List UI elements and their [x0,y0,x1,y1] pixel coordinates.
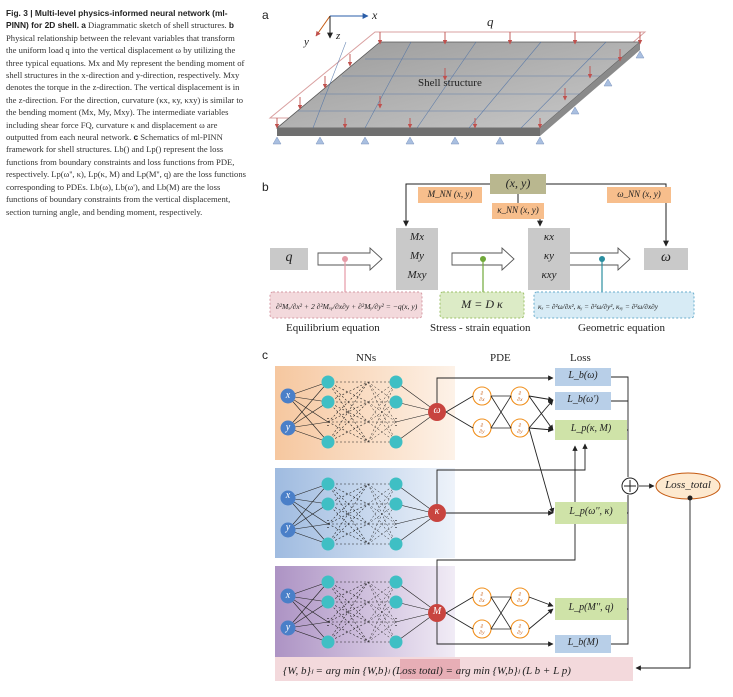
shell-plate [275,41,642,129]
hidden-neuron [321,537,335,551]
svg-text:∂x: ∂x [479,598,485,604]
hidden-neuron [321,375,335,389]
M-output-node [428,604,446,622]
svg-text:∂: ∂ [481,423,484,429]
input-neuron [280,490,296,506]
svg-text:∂: ∂ [519,624,522,630]
equilibrium-formula-box [269,291,423,319]
svg-text:∂x: ∂x [479,397,485,403]
panel-c-letter: c [262,348,268,362]
svg-text:∂y: ∂y [479,630,485,636]
kappa-stack-box [528,228,570,290]
svg-text:∂x: ∂x [517,397,523,403]
loss-box-2 [555,392,611,410]
geometric-formula-box [533,291,695,319]
caption-letter-c: c [133,132,139,143]
input-neuron [280,620,296,636]
svg-text:⋮: ⋮ [391,417,401,428]
hidden-neuron [389,477,403,491]
loss-total-node [655,472,721,500]
coord-box [490,174,546,194]
hidden-neuron [321,497,335,511]
hidden-neuron [389,395,403,409]
panel-b-letter: b [262,180,269,194]
hidden-neuron [389,595,403,609]
svg-text:⋮: ⋮ [323,417,333,428]
svg-text:∂: ∂ [481,592,484,598]
svg-text:∂: ∂ [519,423,522,429]
q-box [270,248,308,270]
svg-text:∂²Mₓ/∂x² + 2 ∂²Mₓᵧ/∂x∂y + ∂²Mᵧ: ∂²Mₓ/∂x² + 2 ∂²Mₓᵧ/∂x∂y + ∂²Mᵧ/∂y² = −q(… [276,302,418,311]
shell-sketch [268,13,647,145]
loss-box-6 [555,635,611,653]
neural-network-1: ⋮⋮ [280,375,438,449]
hidden-neuron [389,497,403,511]
loss-box-1 [555,368,611,386]
hidden-neuron [389,435,403,449]
axis-y-arrow [315,15,331,37]
neural-network-2: ⋮⋮ [280,477,438,551]
caption-text-a: Diagrammatic sketch of shell structures. [88,20,227,31]
svg-text:⋮: ⋮ [391,617,401,628]
svg-text:∂: ∂ [519,592,522,598]
svg-text:{W, b}ₗ = arg min {W,b}ₗ (Loss: {W, b}ₗ = arg min {W,b}ₗ (Loss total) = … [283,665,571,677]
hidden-neuron [321,575,335,589]
hidden-neuron [389,635,403,649]
kappa-output-node [428,504,446,522]
caption-letter-a: a [81,20,86,31]
omega-network-panel [275,366,455,460]
M-stack-box [396,228,438,290]
svg-text:∂y: ∂y [479,429,485,435]
svg-text:⋮: ⋮ [323,617,333,628]
hidden-neuron [321,635,335,649]
caption-letter-b: b [228,20,234,31]
input-neuron [280,522,296,538]
svg-text:∂x: ∂x [517,598,523,604]
physics-relation-diagram: ∂²Mₓ/∂x² + 2 ∂²Mₓᵧ/∂x∂y + ∂²Mᵧ/∂y² = −q(… [269,174,695,319]
omega-box [644,248,688,270]
svg-text:⋮: ⋮ [323,519,333,530]
input-neuron [280,420,296,436]
hidden-neuron [321,595,335,609]
kappa-network-panel [275,468,455,558]
hidden-neuron [389,537,403,551]
stress-formula-box [439,291,525,319]
loss-box-5 [555,598,627,620]
figure-caption: Fig. 3 | Multi-level physics-informed ne… [6,7,246,218]
caption-text-c: Schematics of ml-PINN framework for shel… [6,132,246,217]
svg-text:∂y: ∂y [517,429,523,435]
M-network-panel [275,566,455,660]
omega-output-node [428,403,446,421]
hidden-neuron [321,435,335,449]
caption-text-b: Physical relationship between the releva… [6,32,245,143]
input-neuron [280,588,296,604]
loss-box-3 [555,420,627,440]
panel-a-letter: a [262,8,269,22]
svg-text:∂: ∂ [519,391,522,397]
svg-text:∂y: ∂y [517,630,523,636]
svg-text:∂: ∂ [481,391,484,397]
ml-pinn-framework: ⋮⋮⋮⋮⋮⋮ ∂∂x ∂∂y ∂∂x ∂∂y ∂∂x ∂∂y ∂∂x ∂∂y [275,366,721,681]
hidden-neuron [321,395,335,409]
hidden-neuron [321,477,335,491]
svg-text:∂: ∂ [481,624,484,630]
hidden-neuron [389,375,403,389]
hidden-neuron [389,575,403,589]
svg-text:κₓ = ∂²ω/∂x², κᵧ = ∂²ω/∂y², κₓ: κₓ = ∂²ω/∂x², κᵧ = ∂²ω/∂y², κₓᵧ = ∂²ω/∂x… [538,303,659,311]
caption-title: Fig. 3 | Multi-level physics-informed ne… [6,8,228,31]
input-neuron [280,388,296,404]
loss-box-4 [555,502,627,524]
svg-text:⋮: ⋮ [391,519,401,530]
